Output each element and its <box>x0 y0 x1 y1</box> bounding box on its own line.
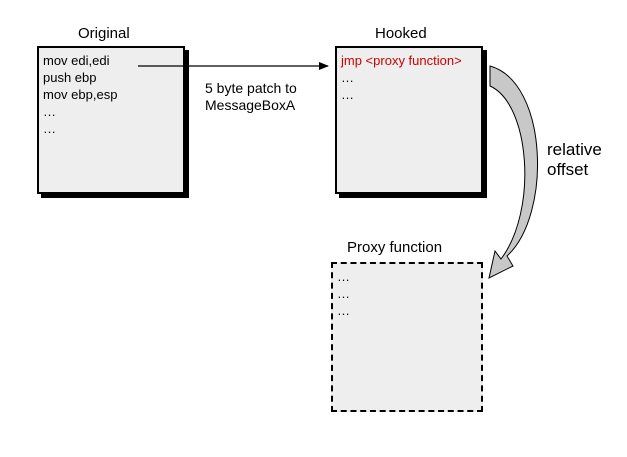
code-line: … <box>337 269 350 284</box>
code-line: … <box>337 303 350 318</box>
code-line: … <box>341 87 354 102</box>
code-line: … <box>337 286 350 301</box>
code-line: … <box>43 104 56 119</box>
hooked-title: Hooked <box>375 25 427 42</box>
code-line: … <box>341 70 354 85</box>
relative-offset-arrow <box>488 65 539 279</box>
code-line: mov edi,edi <box>43 53 110 68</box>
original-title: Original <box>78 25 130 42</box>
patch-label-line: 5 byte patch to <box>205 80 297 96</box>
relative-offset-label: relative offset <box>547 140 602 180</box>
jmp-instruction: jmp <proxy function> <box>341 53 462 68</box>
proxy-function-title: Proxy function <box>347 239 443 256</box>
original-code-box: mov edi,edi push ebp mov ebp,esp … … <box>37 46 185 194</box>
offset-label-line: offset <box>547 160 589 179</box>
offset-label-line: relative <box>547 140 602 159</box>
hooked-code-lines: jmp <proxy function> … … <box>341 52 462 103</box>
patch-label-line: MessageBoxA <box>205 97 296 113</box>
proxy-function-box: … … … <box>331 262 483 412</box>
patch-label: 5 byte patch to MessageBoxA <box>205 80 297 114</box>
code-line: push ebp <box>43 70 97 85</box>
code-line: … <box>43 121 56 136</box>
code-line: mov ebp,esp <box>43 87 118 102</box>
original-code-lines: mov edi,edi push ebp mov ebp,esp … … <box>43 52 117 137</box>
proxy-code-lines: … … … <box>337 268 350 319</box>
hooked-code-box: jmp <proxy function> … … <box>335 46 483 194</box>
